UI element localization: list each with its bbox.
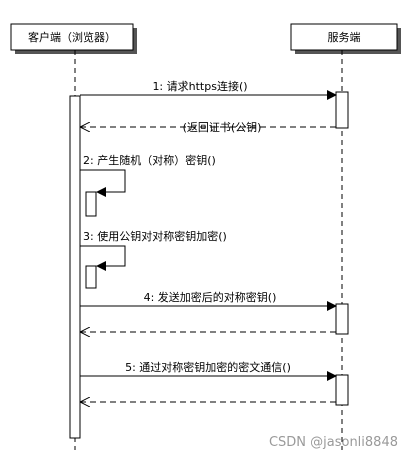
msg-2-self-arrow [80,169,126,197]
msg-2-activation [85,191,97,217]
msg-3-activation [85,265,97,289]
msg-return-cert-label: (返回证书(公钥) [183,120,262,134]
server-activation-1 [335,91,349,129]
client-box [10,23,134,51]
client-label: 客户端（浏览器） [28,30,116,44]
server-box [290,23,398,51]
server-activation-3 [335,374,349,406]
msg-3-self-arrow [80,245,126,271]
msg-4-label: 4: 发送加密后的对称密钥() [144,290,277,304]
watermark: CSDN @jasonli8848 [269,435,398,450]
msg-1-label: 1: 请求https连接() [152,80,247,93]
client-activation [69,95,81,439]
server-label: 服务端 [328,31,361,44]
msg-5-label: 5: 通过对称密钥加密的密文通信() [125,360,291,374]
server-activation-2 [335,303,349,335]
msg-3-label: 3: 使用公钥对对称密钥加密() [83,229,227,243]
msg-2-label: 2: 产生随机（对称）密钥() [83,153,216,167]
